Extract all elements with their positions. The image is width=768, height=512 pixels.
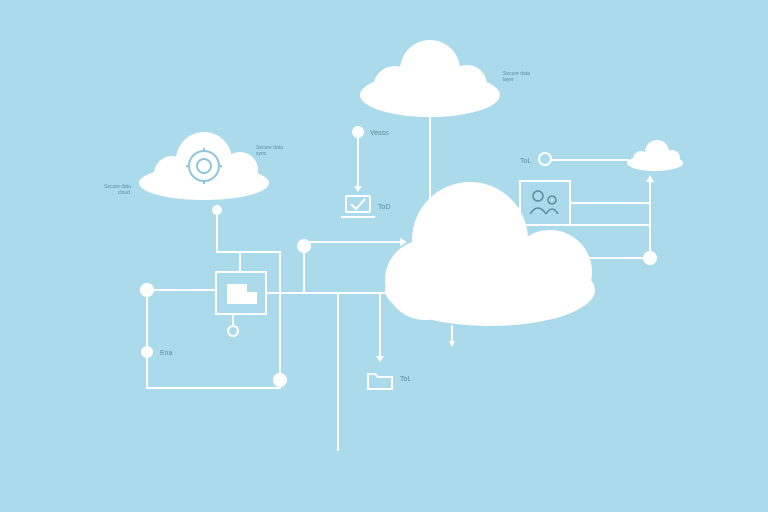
folder-label: ToL bbox=[400, 376, 411, 383]
left-bottom-label: Ena bbox=[160, 350, 173, 357]
connector-lines bbox=[146, 115, 651, 451]
left-cloud-label-1: Secure data bbox=[256, 145, 283, 151]
node-access bbox=[352, 126, 364, 138]
document-icon bbox=[215, 271, 267, 315]
laptop-label: ToD bbox=[378, 204, 390, 211]
nodes bbox=[140, 126, 657, 387]
node-right bbox=[643, 251, 657, 265]
cloud-right-small bbox=[627, 140, 683, 171]
left-label-2: cloud bbox=[118, 190, 130, 196]
users-icon bbox=[519, 180, 571, 226]
arrowheads bbox=[354, 175, 654, 362]
cloud-left bbox=[139, 132, 269, 200]
node-left-bottom bbox=[141, 346, 153, 358]
small-right-label: ToL bbox=[520, 158, 531, 165]
node-left bbox=[140, 283, 154, 297]
left-label-1: Secure data bbox=[104, 184, 131, 190]
left-cloud-label-2: sync bbox=[256, 151, 267, 157]
cloud-main bbox=[385, 182, 595, 326]
node-mid bbox=[297, 239, 311, 253]
access-label: Vesss bbox=[370, 130, 389, 137]
laptop-check-icon bbox=[341, 195, 375, 218]
top-cloud-label-1: Secure data bbox=[503, 71, 530, 77]
cloud-top bbox=[360, 40, 500, 117]
node-bottom bbox=[273, 373, 287, 387]
top-cloud-label-2: layer bbox=[503, 77, 514, 83]
node-left-cloud bbox=[212, 205, 222, 215]
lock-ring-icon bbox=[227, 152, 552, 337]
gear-icon bbox=[186, 148, 222, 184]
folder-icon bbox=[367, 373, 393, 390]
